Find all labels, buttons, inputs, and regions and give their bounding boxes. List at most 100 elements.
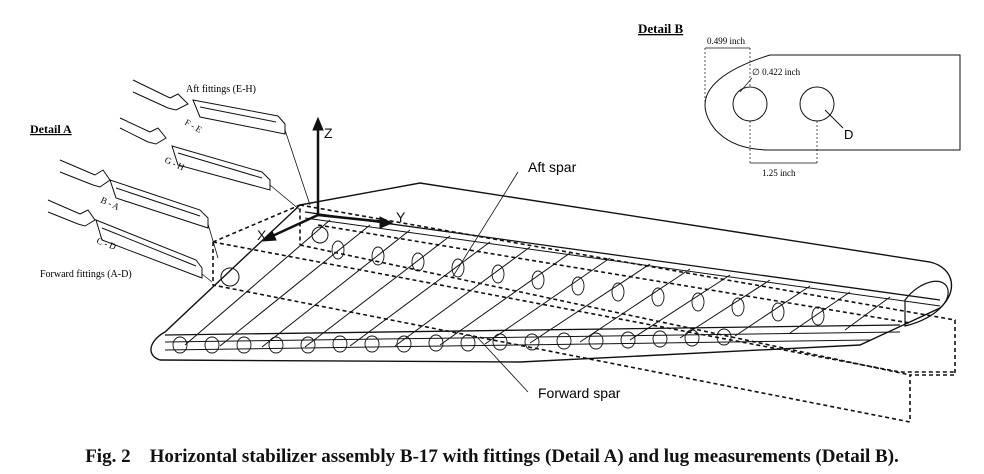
aft-spar-line	[304, 217, 941, 307]
lug-hole-right	[799, 86, 835, 122]
fitting-bracket-gh	[171, 145, 271, 191]
fitting-bracket-ba	[109, 179, 209, 229]
hole-d-label: D	[844, 127, 853, 142]
fitting-rod	[47, 199, 96, 227]
lightening-hole	[811, 306, 825, 326]
dim-edge-label: 0.499 inch	[707, 36, 745, 46]
lightening-hole	[172, 336, 188, 354]
figure-caption-text: Horizontal stabilizer assembly B-17 with…	[149, 446, 899, 467]
rib	[261, 229, 411, 348]
lightening-hole	[588, 332, 604, 350]
lightening-hole	[731, 297, 745, 317]
lightening-hole	[396, 335, 412, 353]
fitting-bracket-cd	[95, 219, 203, 279]
dim-leader	[739, 77, 753, 93]
bounding-box-edge	[299, 204, 956, 422]
lightening-hole	[428, 334, 444, 352]
lightening-hole	[491, 264, 505, 284]
lightening-hole	[556, 332, 572, 350]
rib	[349, 241, 491, 347]
fitting-rod	[59, 159, 111, 188]
fitting-label-cd: C - D	[95, 235, 118, 251]
attach-point	[220, 267, 240, 287]
bounding-box-edge	[212, 241, 955, 373]
lug-hole-left	[732, 86, 768, 122]
rib	[439, 252, 571, 346]
figure-number: Fig. 2	[85, 446, 131, 467]
fitting-label-ba: B - A	[99, 195, 121, 213]
lightening-hole	[651, 287, 665, 307]
lightening-hole	[492, 333, 508, 351]
axis-y-label: Y	[396, 209, 406, 225]
fitting-leader	[207, 223, 219, 259]
rib	[629, 274, 731, 341]
forward-holes	[172, 328, 732, 354]
lightening-hole	[571, 276, 585, 296]
ribs	[184, 219, 891, 348]
fitting-label-fe: F - E	[183, 117, 204, 135]
lightening-hole	[236, 336, 252, 354]
fitting-rod	[132, 79, 189, 111]
leading-edge-line	[164, 339, 871, 351]
detail-b: Detail B 0.499 inch ∅ 0.422 inch 1.25 in…	[638, 21, 961, 178]
lightening-hole	[371, 246, 385, 266]
lug-outline	[704, 54, 961, 151]
bounding-box-edge	[212, 242, 911, 423]
lightening-hole	[332, 335, 348, 353]
figure-caption: Fig. 2 Horizontal stabilizer assembly B-…	[0, 446, 984, 468]
dim-spacing-label: 1.25 inch	[762, 168, 796, 178]
lightening-hole	[524, 333, 540, 351]
lightening-hole	[611, 282, 625, 302]
lightening-hole	[652, 330, 668, 348]
lightening-hole	[716, 328, 732, 346]
spar-labels: Aft spar Forward spar	[451, 159, 621, 401]
dim-hole-label: ∅ 0.422 inch	[752, 67, 801, 77]
fitting-leader	[284, 129, 311, 206]
rib	[219, 224, 371, 347]
forward-spar-leader	[477, 337, 529, 393]
fitting-leader	[269, 184, 301, 211]
rib	[579, 268, 691, 343]
lightening-hole	[204, 336, 220, 354]
axis-z-label: Z	[324, 125, 333, 141]
lightening-hole	[300, 336, 316, 354]
stabilizer-outline	[150, 182, 953, 363]
rib	[789, 291, 851, 334]
lightening-hole	[620, 331, 636, 349]
forward-spar-line	[164, 324, 901, 336]
fitting-bracket-fe	[192, 99, 286, 135]
lightening-hole	[531, 270, 545, 290]
aft-fittings-label: Aft fittings (E-H)	[186, 84, 256, 95]
forward-spar-line	[164, 331, 901, 343]
lightening-hole	[364, 335, 380, 353]
fitting-leader	[201, 273, 213, 283]
aft-spar-line	[304, 211, 941, 301]
detail-b-title: Detail B	[638, 21, 683, 36]
attach-point	[311, 226, 329, 244]
stabilizer-structure	[150, 182, 956, 423]
lightening-hole	[411, 252, 425, 272]
hole-d-arrow	[824, 109, 844, 129]
fitting-rod	[119, 117, 167, 145]
z-axis-arrowhead	[312, 116, 324, 131]
fitting-label-gh: G - H	[163, 155, 186, 173]
aft-spar-leader	[451, 171, 519, 279]
lightening-hole	[268, 336, 284, 354]
lightening-hole	[331, 240, 345, 260]
axis-x-label: X	[257, 227, 267, 243]
rib	[304, 235, 451, 348]
forward-spar-label: Forward spar	[538, 385, 621, 401]
bounding-box-edge	[299, 244, 911, 376]
rib	[529, 263, 651, 344]
lightening-hole	[451, 258, 465, 278]
rib	[734, 285, 811, 337]
rib	[184, 219, 331, 346]
lightening-hole	[684, 329, 700, 347]
lightening-hole	[460, 334, 476, 352]
tip-rib	[904, 280, 949, 327]
detail-a-title: Detail A	[30, 122, 72, 136]
rib	[679, 279, 771, 339]
rib	[484, 257, 611, 345]
lightening-hole	[771, 302, 785, 322]
